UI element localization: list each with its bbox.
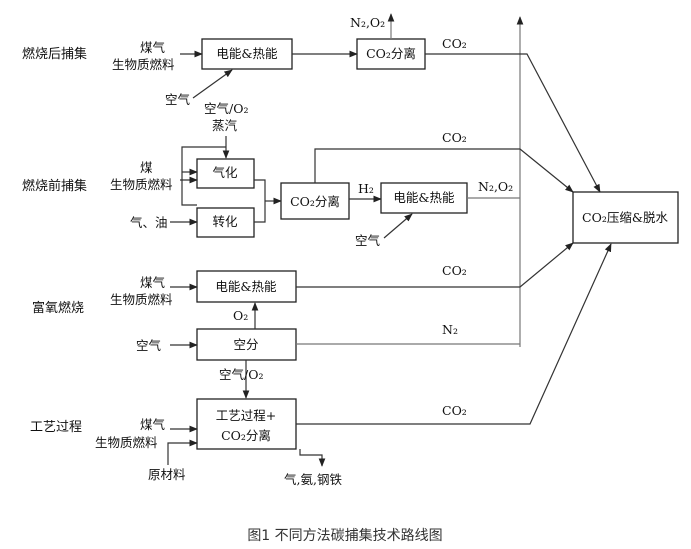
pre-air-label: 空气 [355,233,381,248]
pre-vent-label: N₂,O₂ [478,179,513,194]
post-co2-flow [425,53,601,193]
proc-label-2: CO₂分离 [221,428,271,443]
pre-gasify-box [196,158,255,189]
post-fuel-label-1: 煤气 [140,40,166,55]
pre-fuel-label-1: 煤 [140,160,153,175]
proc-air-label: 空气/O₂ [219,367,263,382]
proc-product-arrow [299,449,326,467]
post-air-arrow [192,69,233,99]
oxy-asu-label: 空分 [233,337,258,352]
post-fuel-label-2: 生物质燃料 [112,57,175,72]
oxy-power-label: 电能&热能 [215,279,277,294]
proc-raw-label: 原材料 [148,467,186,482]
oxy-fuel-label-2: 生物质燃料 [110,292,173,307]
section-post-combustion: 燃烧后捕集 [22,46,87,62]
section-oxy-fuel: 富氧燃烧 [32,300,84,316]
proc-co2-label: CO₂ [442,403,467,418]
pre-co2-flow [314,148,574,193]
pre-merge-bracket [254,179,266,223]
pre-reform-label: 转化 [212,214,238,229]
pre-steam-bypass [181,146,226,206]
post-sep-label: CO₂分离 [366,46,416,61]
pre-steam-label-1: 空气/O₂ [204,101,248,116]
figure-caption: 图1 不同方法碳捕集技术路线图 [247,527,442,544]
pre-gasify-label: 气化 [212,165,238,180]
post-air-label: 空气 [165,92,191,107]
pre-sep-label: CO₂分离 [290,194,340,209]
oxy-air-label: 空气 [136,338,162,353]
oxy-co2-flow [296,242,574,288]
pre-co2-label: CO₂ [442,130,467,145]
pre-h2-label: H₂ [358,181,374,196]
post-co2-label: CO₂ [442,36,467,51]
pre-sep-box [280,182,350,220]
pre-fuel-label-2: 生物质燃料 [110,177,173,192]
section-industrial-process: 工艺过程 [30,420,82,435]
post-power-label: 电能&热能 [216,46,278,61]
post-vent-label: N₂,O₂ [350,15,385,30]
proc-raw-arrow [167,439,198,465]
proc-label-1: 工艺过程+ [216,408,276,423]
oxy-fuel-label-1: 煤气 [140,275,166,290]
proc-co2-flow [296,243,612,425]
proc-fuel-label-1: 煤气 [140,417,166,432]
co2-compression-box [572,191,679,244]
oxy-asu-box [196,328,297,361]
section-pre-combustion: 燃烧前捕集 [22,178,87,194]
oxy-o2-label: O₂ [233,308,248,323]
co2-compression-label: CO₂压缩&脱水 [582,210,668,225]
proc-fuel-label-2: 生物质燃料 [95,435,158,450]
oxy-co2-label: CO₂ [442,263,467,278]
pre-power-label: 电能&热能 [393,190,455,205]
pre-air-arrow [383,213,413,239]
pre-gasoil-label: 气、油 [130,215,168,230]
pre-power-box [380,182,468,214]
proc-products-label: 气,氨,钢铁 [284,472,342,487]
pre-steam-label-2: 蒸汽 [212,118,238,133]
oxy-n2-label: N₂ [442,322,458,337]
